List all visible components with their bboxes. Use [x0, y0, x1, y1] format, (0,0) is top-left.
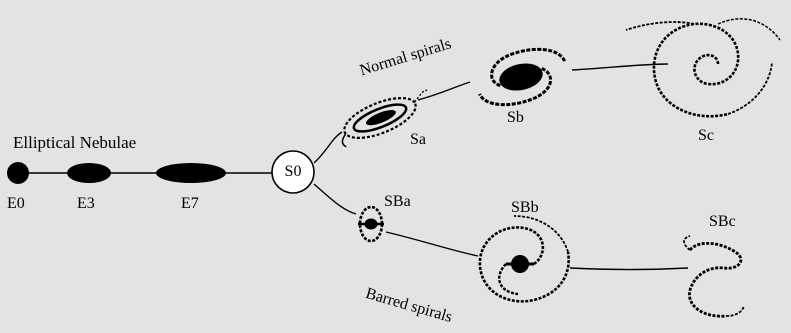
connector-lines	[28, 64, 688, 270]
label-e0: E0	[7, 196, 25, 212]
label-sc: Sc	[698, 128, 714, 144]
e7-galaxy-shape	[156, 163, 226, 183]
label-sba: SBa	[384, 194, 411, 210]
label-sbc: SBc	[709, 214, 736, 230]
e0-galaxy-shape	[7, 162, 29, 184]
label-sbb: SBb	[511, 200, 539, 216]
label-sa: Sa	[410, 132, 426, 148]
line-sbb-sbc	[570, 268, 688, 270]
label-s0: S0	[271, 150, 315, 194]
line-sba-sbb	[386, 232, 478, 256]
label-e3: E3	[77, 196, 95, 212]
label-sb: Sb	[507, 110, 524, 126]
label-elliptical-nebulae: Elliptical Nebulae	[13, 134, 136, 151]
label-e7: E7	[181, 196, 199, 212]
sbc-galaxy-shape	[684, 236, 744, 316]
sc-galaxy-shape	[626, 19, 780, 116]
sb-galaxy-shape	[473, 43, 571, 111]
line-s0-sba	[314, 184, 356, 214]
e3-galaxy-shape	[67, 163, 111, 183]
sbb-galaxy-shape	[480, 216, 569, 301]
sba-galaxy-shape	[358, 207, 384, 241]
line-s0-sa	[314, 132, 342, 163]
